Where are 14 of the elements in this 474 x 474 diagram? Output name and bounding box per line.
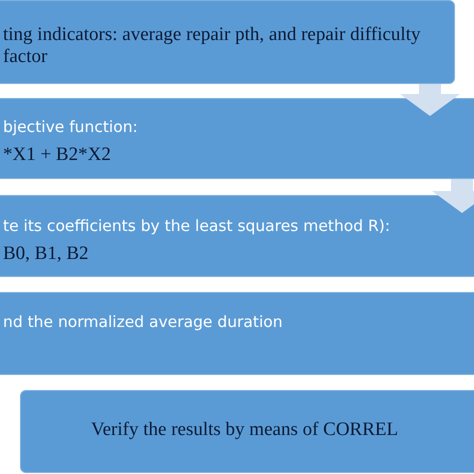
process-box <box>0 195 474 277</box>
process-box <box>0 0 455 84</box>
step-text: Verify the results by means of CORREL <box>91 419 400 441</box>
step-text: *X1 + B2*X2 <box>3 144 112 166</box>
process-box <box>0 292 474 375</box>
process-box <box>0 98 474 179</box>
process-box <box>20 390 474 473</box>
step-text: ting indicators: average repair pth, and repair difficulty factor <box>3 24 422 68</box>
step-text: te its coefficients by the least squares method R): <box>3 217 390 235</box>
step-text: nd the normalized average duration <box>3 312 284 333</box>
block-arrow <box>432 179 474 213</box>
step-text: bjective function: <box>3 117 139 138</box>
step-text: B0, B1, B2 <box>3 243 89 264</box>
block-arrow <box>400 84 460 116</box>
